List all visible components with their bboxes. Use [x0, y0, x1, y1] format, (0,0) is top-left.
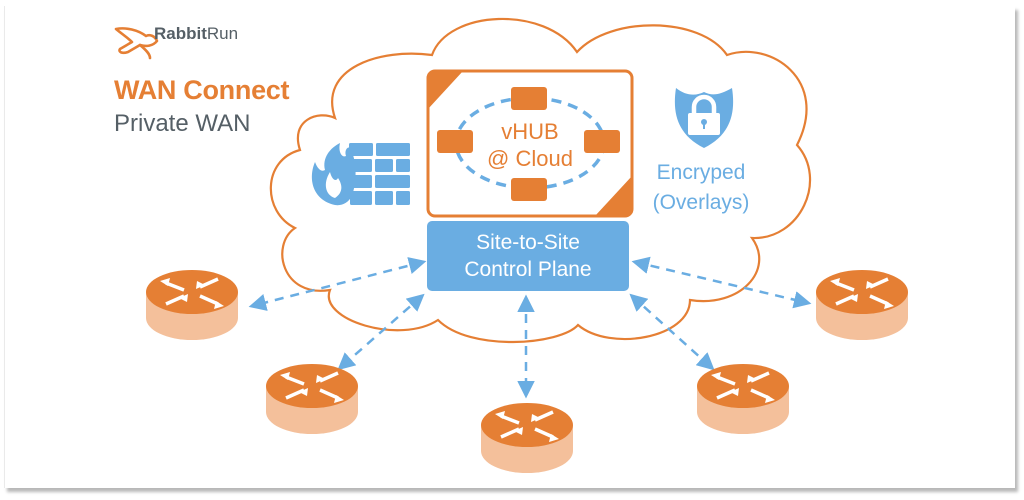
brand: RabbitRun [112, 24, 238, 44]
router-icon [144, 268, 240, 342]
router-icon [479, 401, 575, 475]
link-left [248, 257, 427, 311]
encryption-label: Encryped (Overlays) [652, 161, 750, 214]
hub-node-right [584, 130, 620, 153]
hub-node-left [437, 130, 473, 153]
brand-name: RabbitRun [154, 24, 239, 43]
router-icon [695, 362, 791, 436]
link-right [631, 256, 812, 309]
rabbit-icon [114, 27, 159, 60]
router-icon [264, 362, 360, 436]
shield-lock-icon [674, 88, 734, 148]
hub-node-top [511, 87, 547, 110]
firewall-icon [311, 143, 410, 206]
page-title: WAN Connect [114, 75, 290, 105]
control-plane-box: Site-to-Site Control Plane [427, 221, 629, 291]
link-bottom-left [337, 293, 425, 371]
vhub-box [426, 69, 634, 218]
router-icon [814, 268, 910, 342]
hub-node-bottom [511, 178, 547, 201]
vhub-label: vHUB @ Cloud [487, 119, 573, 171]
page-subtitle: Private WAN [114, 110, 251, 137]
